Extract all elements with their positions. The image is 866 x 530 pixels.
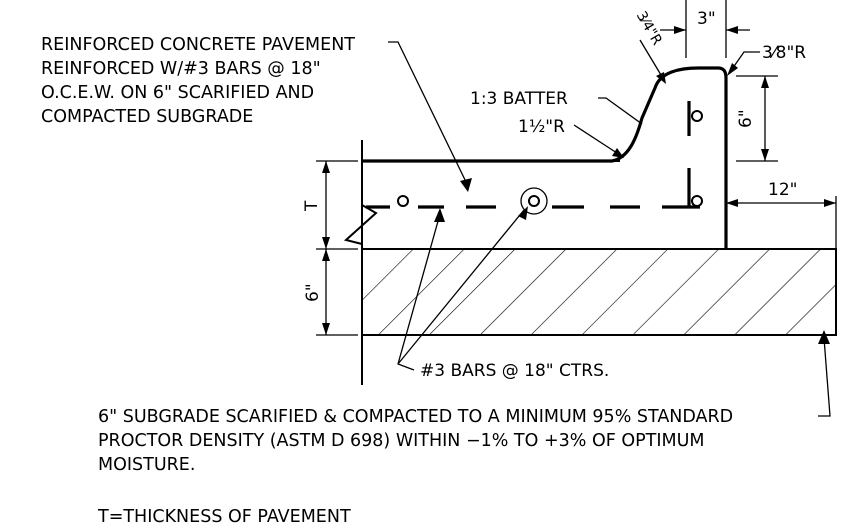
- radius-3-4-leader: [639, 39, 665, 81]
- pavement-slab-outline: [362, 160, 726, 250]
- dim-6in-curb-arrow-bottom: [761, 149, 769, 161]
- pavement-note-line-3: O.C.E.W. ON 6" SCARIFIED AND: [41, 83, 314, 103]
- dim-12in-arrow-right: [824, 199, 836, 207]
- dim-3in-label: 3": [697, 9, 716, 29]
- dim-12in-arrow-left: [726, 199, 738, 207]
- rebar-end-bar: [397, 195, 409, 207]
- break-symbol: [343, 204, 378, 245]
- bars-label-leader: [397, 209, 525, 371]
- dim-T-arrow-top: [322, 161, 330, 173]
- subgrade-note-line-2: PROCTOR DENSITY (ASTM D 698) WITHIN −1% …: [98, 431, 705, 451]
- bars-label: #3 BARS @ 18" CTRS.: [420, 361, 609, 381]
- bars-arrow-2: [518, 206, 528, 220]
- curb-bar-upper: [691, 110, 703, 122]
- dim-6in-sub-arrow-top: [322, 249, 330, 261]
- dim-12in-label: 12": [768, 180, 797, 200]
- radius-1-5-leader: [573, 124, 621, 156]
- dim-6in-sub-arrow-bottom: [322, 323, 330, 335]
- subgrade-note-line-3: MOISTURE.: [98, 455, 195, 475]
- dim-T-label: T: [302, 200, 322, 212]
- dim-T-arrow-bottom: [322, 237, 330, 249]
- dim-6in-subgrade-label: 6": [303, 283, 323, 302]
- subgrade-note-line-1: 6" SUBGRADE SCARIFIED & COMPACTED TO A M…: [98, 407, 733, 427]
- subgrade-note-arrow: [818, 330, 830, 344]
- radius-1-5-label: 1½"R: [518, 117, 565, 137]
- dim-3in-arrow-left: [674, 26, 686, 34]
- pavement-note-arrow: [460, 178, 472, 192]
- dim-3in-arrow-right: [726, 26, 738, 34]
- pavement-note-line-1: REINFORCED CONCRETE PAVEMENT: [41, 35, 355, 55]
- radius-1-5-arrow: [612, 148, 624, 158]
- pavement-note-line-4: COMPACTED SUBGRADE: [41, 107, 253, 127]
- rebar-section-outer: [520, 187, 548, 215]
- radius-3-8-arrow: [727, 63, 738, 76]
- radius-3-4-arrow: [656, 72, 666, 84]
- radius-3-4-label: 3⁄4"R: [633, 9, 665, 49]
- pavement-note-line-2: REINFORCED W/#3 BARS @ 18": [41, 59, 321, 79]
- curb-profile: [362, 66, 728, 249]
- batter-leader: [598, 97, 643, 125]
- curb-bar-lower: [691, 195, 703, 207]
- dim-6in-curb-arrow-top: [761, 76, 769, 88]
- subgrade-block: [361, 248, 837, 336]
- pavement-note-leader: [388, 41, 469, 187]
- radius-3-8-label: 3⁄8"R: [762, 43, 806, 63]
- thickness-legend: T=THICKNESS OF PAVEMENT: [97, 507, 351, 527]
- bars-arrow-1: [434, 208, 445, 222]
- subgrade-note-leader: [818, 337, 831, 417]
- dim-6in-curb-label: 6": [736, 109, 756, 128]
- rebar-section-inner: [528, 195, 540, 207]
- batter-label: 1:3 BATTER: [470, 89, 568, 109]
